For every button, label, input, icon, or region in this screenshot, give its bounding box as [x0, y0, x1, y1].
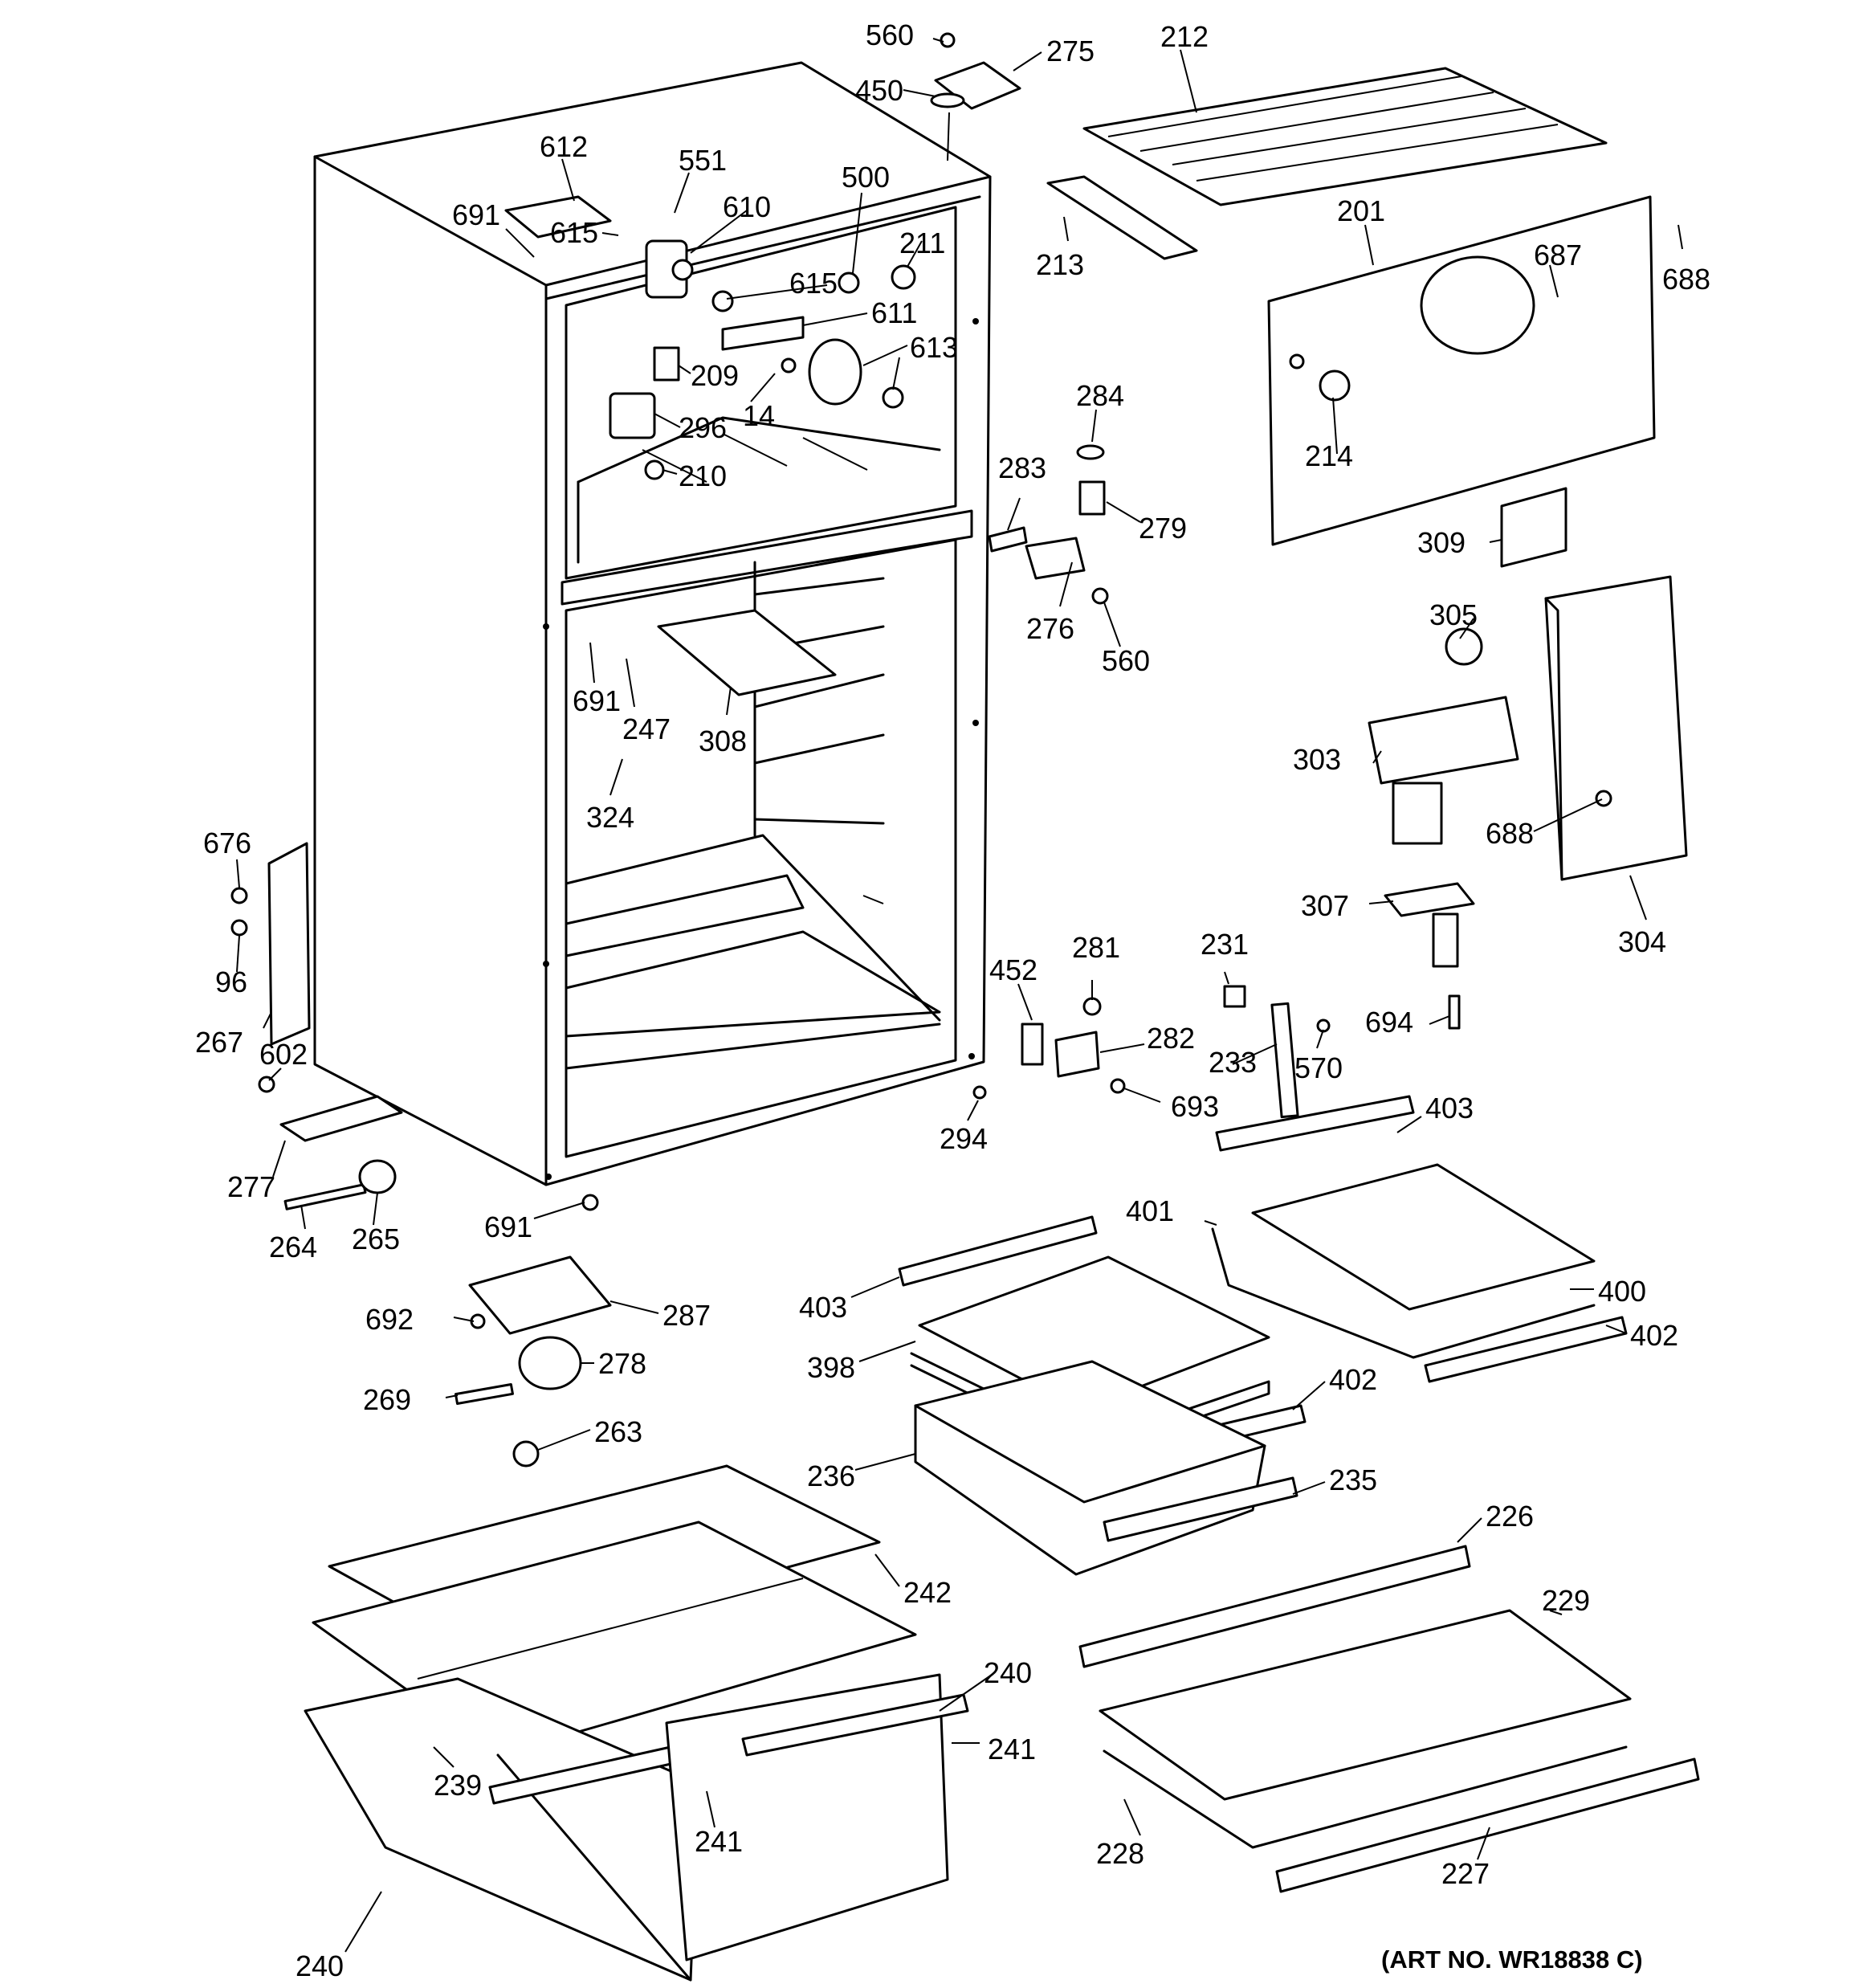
callout-212: 212 [1160, 20, 1209, 53]
callout-240-b: 240 [296, 1949, 344, 1982]
callout-265: 265 [352, 1223, 400, 1255]
callout-284: 284 [1076, 379, 1124, 412]
callout-233: 233 [1209, 1046, 1257, 1079]
callout-283: 283 [998, 451, 1046, 484]
callout-615-b: 615 [789, 267, 838, 300]
callout-450: 450 [855, 74, 903, 107]
callout-236: 236 [807, 1459, 855, 1492]
callout-287: 287 [662, 1299, 711, 1332]
callout-691-c: 691 [484, 1210, 532, 1243]
callout-269: 269 [363, 1383, 411, 1416]
callout-402-a: 402 [1630, 1319, 1678, 1352]
callout-691-b: 691 [573, 684, 621, 717]
callout-247: 247 [622, 712, 671, 745]
callout-242: 242 [903, 1576, 952, 1609]
callout-263: 263 [594, 1415, 642, 1448]
callout-226: 226 [1486, 1500, 1534, 1533]
callout-96: 96 [215, 965, 247, 998]
callout-691-a: 691 [452, 198, 500, 231]
shelves-right [898, 1095, 1700, 1893]
callout-693: 693 [1171, 1090, 1219, 1123]
callout-309: 309 [1417, 526, 1466, 559]
callout-276: 276 [1026, 612, 1074, 645]
callout-278: 278 [598, 1347, 646, 1380]
callout-294: 294 [940, 1122, 988, 1155]
callout-613: 613 [910, 331, 958, 364]
crisper-drawers [304, 1464, 969, 1982]
art-number: (ART NO. WR18838 C) [1381, 1945, 1643, 1974]
freezer-shelf-212 [1082, 67, 1608, 206]
callout-694: 694 [1365, 1006, 1413, 1039]
callout-14: 14 [743, 399, 775, 432]
callout-403-a: 403 [1425, 1092, 1474, 1125]
ice-tray-213 [1046, 175, 1198, 260]
callout-241-b: 241 [695, 1825, 743, 1858]
callout-296: 296 [679, 411, 727, 444]
callout-240-a: 240 [984, 1656, 1032, 1689]
callout-239: 239 [434, 1769, 482, 1802]
callout-308: 308 [699, 725, 747, 757]
callout-229: 229 [1542, 1584, 1590, 1617]
callout-209: 209 [691, 359, 739, 392]
callout-304: 304 [1618, 925, 1666, 958]
callout-324: 324 [586, 801, 634, 834]
callout-264: 264 [269, 1231, 317, 1263]
label-309 [1500, 487, 1567, 568]
callout-211: 211 [899, 227, 945, 259]
callout-570: 570 [1294, 1051, 1343, 1084]
callout-281: 281 [1072, 931, 1120, 964]
callout-560-top: 560 [866, 18, 914, 51]
callout-235: 235 [1329, 1463, 1377, 1496]
freezer-cover-201 [1267, 195, 1656, 546]
callout-279: 279 [1139, 512, 1187, 545]
callout-241-a: 241 [988, 1733, 1036, 1766]
callout-275: 275 [1046, 35, 1095, 67]
callout-676: 676 [203, 827, 251, 859]
callout-615-a: 615 [550, 216, 598, 249]
hinge-parts-middle [988, 444, 1109, 605]
callout-401: 401 [1126, 1194, 1174, 1227]
callout-277: 277 [227, 1170, 275, 1203]
callout-692: 692 [365, 1303, 414, 1336]
callout-400: 400 [1598, 1275, 1646, 1308]
callout-305: 305 [1429, 598, 1478, 631]
side-trim-267 [230, 842, 599, 1211]
callout-307: 307 [1301, 889, 1349, 922]
callout-labels: 560 275 212 450 612 551 691 615 610 500 … [195, 18, 1710, 1982]
dispenser-housing [1368, 575, 1688, 1030]
callout-688-a: 688 [1662, 263, 1710, 296]
callout-303: 303 [1293, 743, 1341, 776]
freezer-components [504, 195, 916, 480]
callout-610: 610 [723, 190, 771, 223]
top-hinge [930, 32, 1021, 161]
callout-231: 231 [1201, 928, 1249, 961]
leader-lines [236, 38, 1683, 1953]
callout-227: 227 [1441, 1857, 1490, 1890]
callout-612: 612 [540, 130, 588, 163]
callout-267: 267 [195, 1026, 243, 1059]
callout-611: 611 [871, 296, 917, 329]
callout-560-b: 560 [1102, 644, 1150, 677]
cabinet [313, 61, 992, 1186]
callout-210: 210 [679, 459, 727, 492]
callout-213: 213 [1036, 248, 1084, 281]
callout-398: 398 [807, 1351, 855, 1384]
callout-688-b: 688 [1486, 817, 1534, 850]
callout-452: 452 [989, 953, 1037, 986]
callout-402-b: 402 [1329, 1363, 1377, 1396]
callout-282: 282 [1147, 1022, 1195, 1055]
callout-403-b: 403 [799, 1291, 847, 1324]
callout-500: 500 [842, 161, 890, 194]
callout-687: 687 [1534, 239, 1582, 271]
callout-228: 228 [1096, 1837, 1144, 1870]
callout-551: 551 [679, 144, 727, 177]
callout-602: 602 [259, 1038, 308, 1071]
callout-214: 214 [1305, 439, 1353, 472]
callout-201: 201 [1337, 194, 1385, 227]
